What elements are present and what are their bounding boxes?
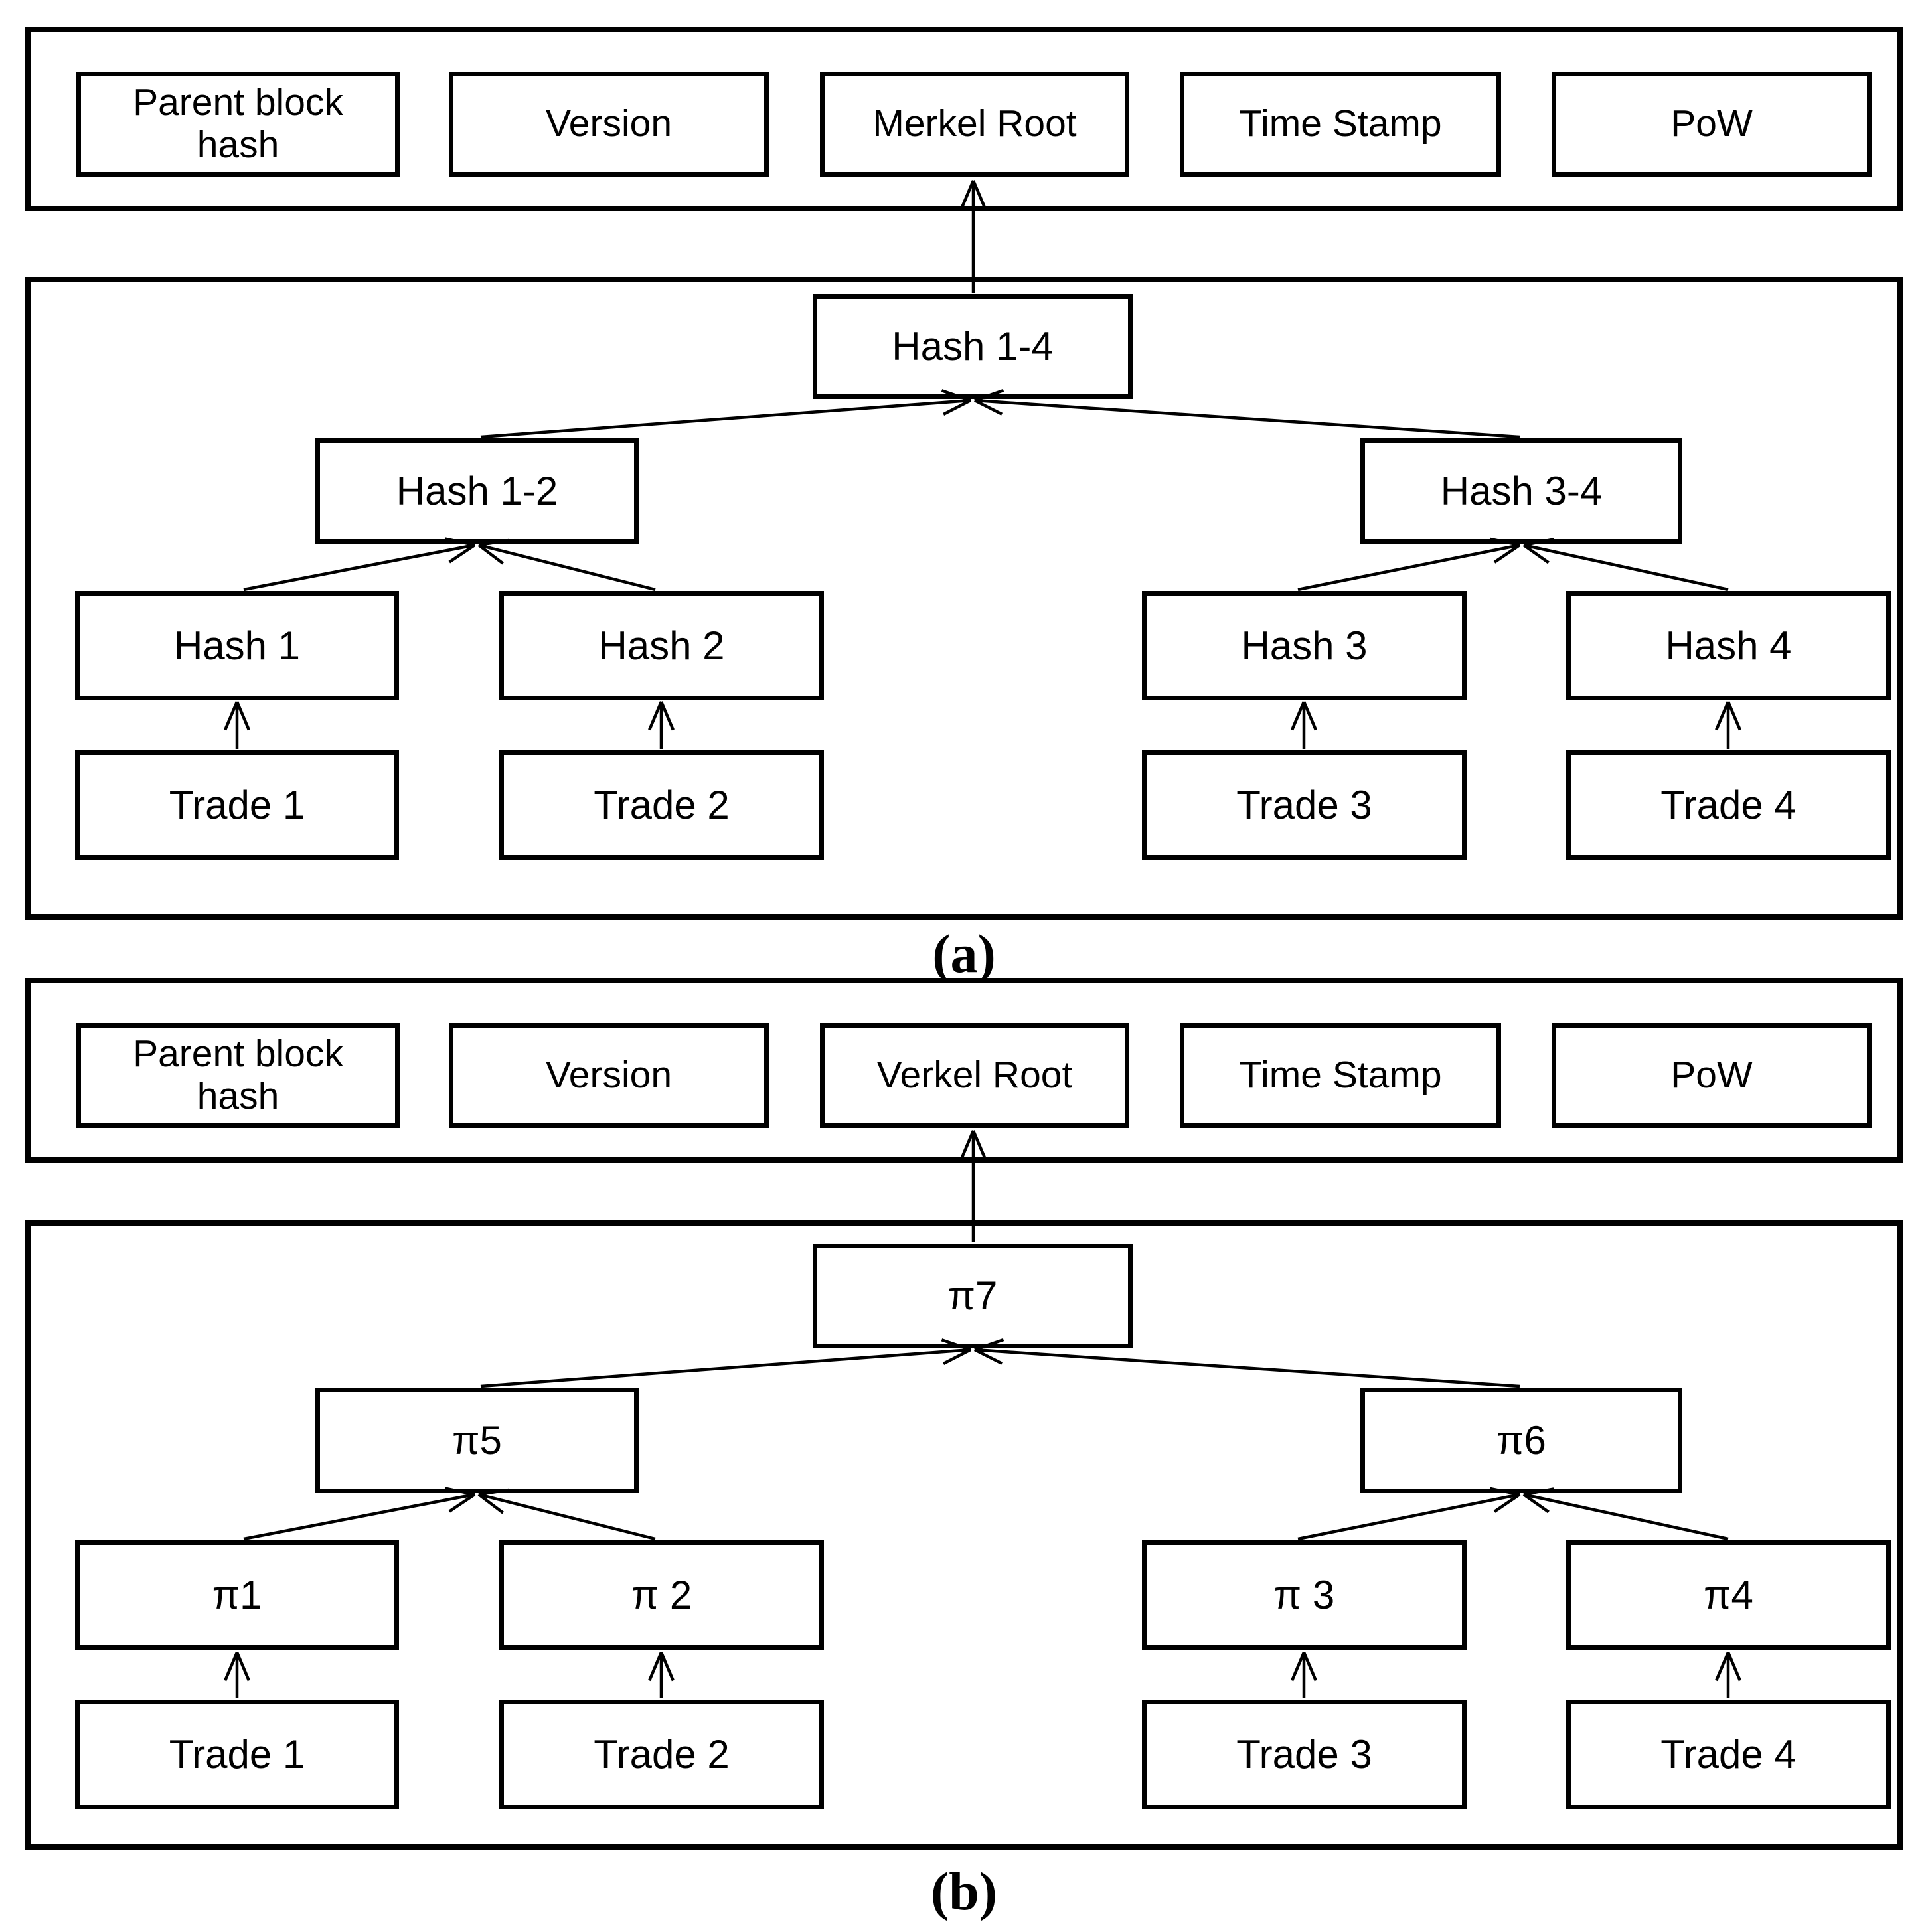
header-field-verkel-root: Verkel Root (820, 1023, 1129, 1128)
node-hash-1-2: Hash 1-2 (315, 438, 639, 544)
header-field-version-b: Version (449, 1023, 769, 1128)
node-hash-1-4: Hash 1-4 (813, 294, 1133, 399)
node-hash-2: Hash 2 (499, 591, 824, 700)
node-trade-3-b: Trade 3 (1142, 1700, 1467, 1809)
caption-a: (a) (932, 924, 996, 984)
node-hash-3: Hash 3 (1142, 591, 1467, 700)
header-field-time-stamp-a: Time Stamp (1180, 72, 1501, 177)
header-field-pow-b: PoW (1552, 1023, 1872, 1128)
header-field-parent-block-hash-b: Parent block hash (76, 1023, 400, 1128)
node-hash-4: Hash 4 (1566, 591, 1891, 700)
node-trade-1-a: Trade 1 (75, 750, 399, 860)
node-pi-1: π1 (75, 1540, 399, 1650)
node-trade-2-a: Trade 2 (499, 750, 824, 860)
node-trade-2-b: Trade 2 (499, 1700, 824, 1809)
node-pi-3: π 3 (1142, 1540, 1467, 1650)
header-field-version-a: Version (449, 72, 769, 177)
node-hash-3-4: Hash 3-4 (1360, 438, 1682, 544)
caption-b: (b) (930, 1861, 998, 1921)
header-field-parent-block-hash-a: Parent block hash (76, 72, 400, 177)
node-hash-1: Hash 1 (75, 591, 399, 700)
header-field-merkel-root: Merkel Root (820, 72, 1129, 177)
node-pi-5: π5 (315, 1388, 639, 1493)
node-pi-4: π4 (1566, 1540, 1891, 1650)
node-trade-3-a: Trade 3 (1142, 750, 1467, 860)
node-pi-2: π 2 (499, 1540, 824, 1650)
node-pi-6: π6 (1360, 1388, 1682, 1493)
node-pi-7: π7 (813, 1244, 1133, 1348)
node-trade-1-b: Trade 1 (75, 1700, 399, 1809)
node-trade-4-b: Trade 4 (1566, 1700, 1891, 1809)
header-field-time-stamp-b: Time Stamp (1180, 1023, 1501, 1128)
node-trade-4-a: Trade 4 (1566, 750, 1891, 860)
header-field-pow-a: PoW (1552, 72, 1872, 177)
